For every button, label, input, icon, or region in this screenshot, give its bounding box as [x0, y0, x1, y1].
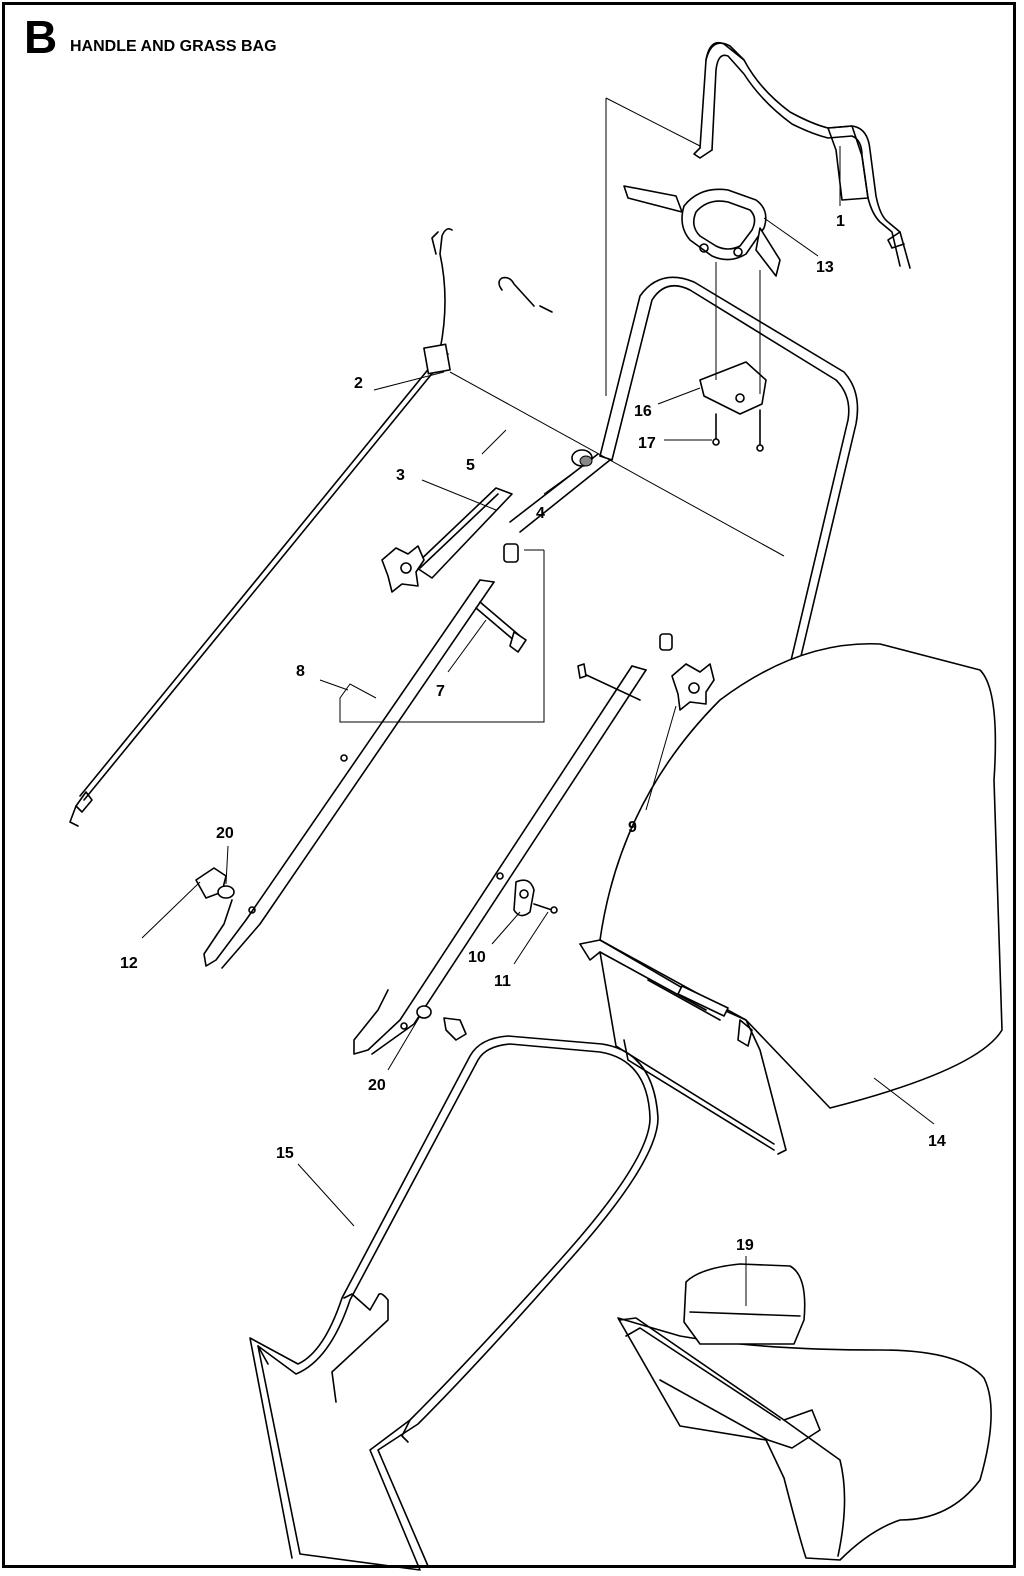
callout-15: 15 [276, 1145, 294, 1162]
section-title: HANDLE AND GRASS BAG [70, 38, 277, 55]
callout-3: 3 [396, 467, 405, 484]
callout-20-lower: 20 [368, 1077, 386, 1094]
assembly-line [449, 97, 785, 557]
callout-19: 19 [736, 1237, 754, 1254]
callout-12: 12 [120, 955, 138, 972]
callout-20-upper: 20 [216, 825, 234, 842]
callout-13: 13 [816, 259, 834, 276]
section-letter: B [24, 11, 58, 63]
cable-hook[interactable] [498, 276, 553, 313]
upper-handle[interactable] [693, 41, 911, 269]
callout-1: 1 [836, 213, 845, 230]
grass-bag[interactable] [579, 642, 1003, 1155]
star-knob-left[interactable] [381, 545, 425, 593]
callout-14: 14 [928, 1133, 946, 1150]
callout-8: 8 [296, 663, 305, 680]
left-lower-tube[interactable] [203, 579, 495, 969]
callout-4: 4 [536, 505, 545, 522]
callout-7: 7 [436, 683, 445, 700]
discharge-chute[interactable] [617, 1263, 992, 1561]
small-knob[interactable] [571, 449, 593, 467]
right-lower-tube[interactable] [353, 665, 647, 1055]
callout-bracket-8 [339, 549, 545, 723]
bolt-7[interactable] [475, 601, 527, 653]
callout-2: 2 [354, 375, 363, 392]
star-knob-right[interactable] [577, 633, 715, 711]
callout-9: 9 [628, 819, 637, 836]
callout-16: 16 [634, 403, 652, 420]
cable-clip[interactable] [513, 879, 558, 917]
callout-11: 11 [494, 973, 511, 990]
handle-connector[interactable] [413, 487, 513, 579]
bag-frame[interactable] [249, 1035, 659, 1571]
callout-17: 17 [638, 435, 656, 452]
control-box[interactable] [623, 185, 781, 277]
leader-lines [141, 146, 935, 1306]
callout-5: 5 [466, 457, 475, 474]
mount-bracket[interactable] [699, 262, 767, 452]
callout-10: 10 [468, 949, 486, 966]
control-cable[interactable] [69, 228, 453, 827]
square-nut[interactable] [503, 543, 519, 563]
wing-knob-right[interactable] [416, 1005, 467, 1041]
wing-knob-left[interactable] [195, 867, 235, 899]
